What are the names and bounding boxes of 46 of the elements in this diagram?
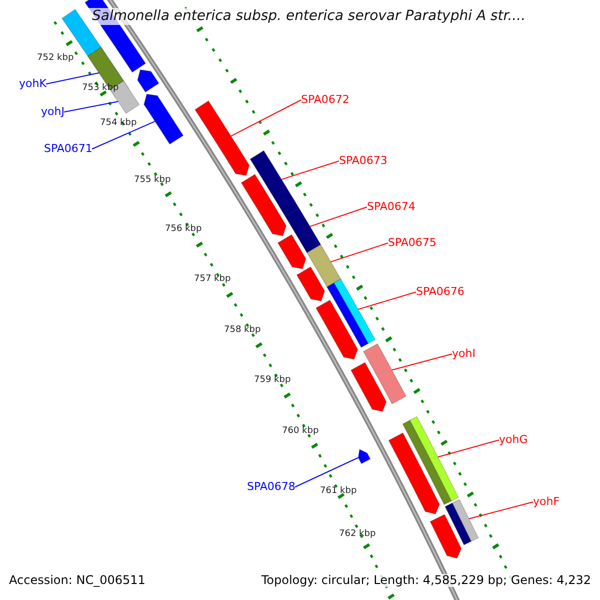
gene-feature-bar [358,448,371,464]
tick-label: 755 kbp [134,176,171,186]
tick-label: 752 kbp [37,54,74,64]
gene-label: yohJ [41,106,64,118]
gene-label: yohG [499,434,528,446]
tick-label: 756 kbp [165,225,202,235]
leader-line [309,206,368,227]
tick-label: 761 kbp [320,487,357,497]
gene-label: SPA0672 [301,94,350,106]
leader-line [64,101,119,112]
gene-label: yohK [19,78,46,90]
leader-line [294,457,359,488]
leader-line [391,354,452,370]
gene-label: yohF [533,496,560,508]
tick-label: 762 kbp [339,530,376,540]
leader-line [281,160,340,180]
leader-line [46,72,100,84]
gene-label: SPA0678 [247,481,296,494]
gene-label: SPA0671 [44,143,92,156]
gene-label: SPA0676 [416,286,464,298]
tick-label: 759 kbp [254,376,291,386]
gene-feature-bar [143,94,184,145]
tick-label: 760 kbp [282,427,319,437]
gene-feature-bar [194,100,250,176]
gene-feature-bar [402,416,460,506]
tick-label: 754 kbp [100,119,137,129]
leader-line [330,242,388,262]
tick-label: 753 kbp [82,84,119,94]
gene-feature-bar [444,498,479,546]
gene-feature-bar [284,208,322,254]
genome-stats-text: Topology: circular; Length: 4,585,229 bp; Genes: 4,232 [261,574,591,588]
gene-label: SPA0674 [367,201,416,214]
tick-label: 757 kbp [194,275,231,285]
leader-line [230,100,302,137]
accession-text: Accession: NC_006511 [9,574,146,588]
gene-label: SPA0673 [339,155,388,168]
gene-feature-bar [362,343,407,405]
gene-feature-bar [306,244,342,288]
leader-line [437,440,500,458]
gene-feature-bar [326,278,376,348]
gene-label: SPA0675 [388,237,436,250]
gene-feature-bar [249,150,300,218]
tick-label: 758 kbp [224,326,261,336]
leader-line [358,292,416,310]
gene-label: yohI [452,348,476,360]
leader-line [92,120,156,150]
